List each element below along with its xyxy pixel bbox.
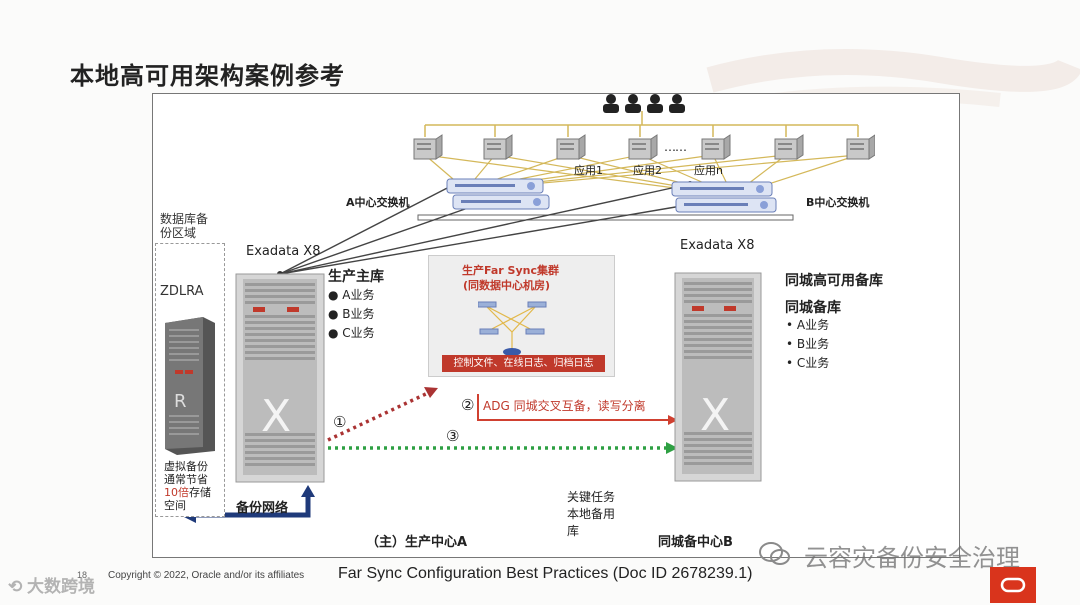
svg-text:R: R: [174, 391, 187, 412]
exadata-a-rack: X: [235, 273, 325, 483]
app2-label: 应用2: [633, 164, 662, 177]
exadata-a-role: 生产主库: [328, 269, 384, 285]
exadata-b-business-list: • A业务 • B业务 • C业务: [786, 316, 829, 373]
step2-marker: ②: [461, 396, 475, 414]
adg-label: ADG 同城交叉互备，读写分离: [483, 399, 646, 413]
wechat-icon: [759, 542, 790, 565]
users-icon: [603, 94, 685, 113]
backup-note-1: 虚拟备份: [164, 460, 208, 473]
svg-text:X: X: [261, 391, 291, 442]
backup-area-title-1: 数据库备: [160, 212, 209, 226]
backup-network-label: 备份网络: [236, 501, 289, 516]
backup-note-highlight: 10倍: [164, 486, 189, 499]
exadata-a-business-item: ● C业务: [328, 326, 375, 340]
apps-ellipsis: ……: [664, 140, 687, 154]
far-sync-files-label: 控制文件、在线日志、归档日志: [442, 355, 605, 372]
exadata-a-model: Exadata X8: [246, 244, 321, 259]
backup-area-title-2: 份区域: [160, 226, 197, 240]
backup-note-storage: 存储: [189, 486, 211, 499]
exadata-b-business-item: • A业务: [786, 318, 830, 332]
doc-reference: Far Sync Configuration Best Practices (D…: [338, 565, 753, 582]
app-servers: [413, 134, 875, 160]
switch-a-label: A中心交换机: [346, 196, 410, 209]
exadata-b-role-1: 同城高可用备库: [785, 273, 883, 289]
app1-label: 应用1: [574, 164, 603, 177]
exadata-b-business-item: • C业务: [786, 356, 830, 370]
zdlra-label: ZDLRA: [160, 284, 204, 299]
watermark-right: 云容灾备份安全治理: [804, 544, 1020, 572]
exadata-a-business-item: ● A业务: [328, 288, 375, 302]
exadata-b-rack: X: [674, 272, 762, 482]
far-sync-subtitle: (同数据中心机房): [463, 279, 551, 292]
exadata-b-model: Exadata X8: [680, 238, 755, 253]
switch-b-label: B中心交换机: [806, 196, 870, 209]
switch-b-icon: [671, 181, 777, 213]
zdlra-rack-icon: R: [165, 317, 215, 455]
oracle-logo-icon: [1000, 577, 1026, 593]
backup-note-2: 通常节省: [164, 473, 208, 486]
exadata-b-business-item: • B业务: [786, 337, 830, 351]
far-sync-title: 生产Far Sync集群: [462, 264, 559, 277]
backup-note-4: 空间: [164, 499, 186, 512]
mission-line-2: 本地备用: [567, 507, 616, 521]
svg-text:X: X: [700, 390, 730, 441]
center-b-label: 同城备中心B: [658, 535, 733, 550]
mission-line-3: 库: [567, 524, 580, 538]
center-a-label: （主）生产中心A: [366, 535, 468, 550]
step3-marker: ③: [446, 427, 460, 445]
page-number: 18: [77, 570, 88, 580]
watermark-left: ⟲ 大数跨境: [8, 572, 95, 597]
backup-note-3: 10倍存储: [164, 484, 211, 500]
watermark-left-text: 大数跨境: [26, 577, 95, 596]
appn-label: 应用n: [694, 164, 723, 177]
exadata-a-business-list: ● A业务 ● B业务 ● C业务: [328, 286, 375, 343]
switch-a-icon: [446, 178, 550, 210]
copyright: Copyright © 2022, Oracle and/or its affi…: [108, 570, 305, 581]
far-sync-nodes-icon: [478, 301, 547, 356]
step1-marker: ①: [333, 413, 347, 431]
slide-title: 本地高可用架构案例参考: [70, 62, 345, 90]
mission-line-1: 关键任务: [567, 490, 616, 504]
exadata-b-role-2: 同城备库: [785, 300, 841, 316]
exadata-a-business-item: ● B业务: [328, 307, 375, 321]
oracle-logo: [990, 567, 1036, 603]
watermark-left-icon: ⟲: [8, 577, 23, 596]
